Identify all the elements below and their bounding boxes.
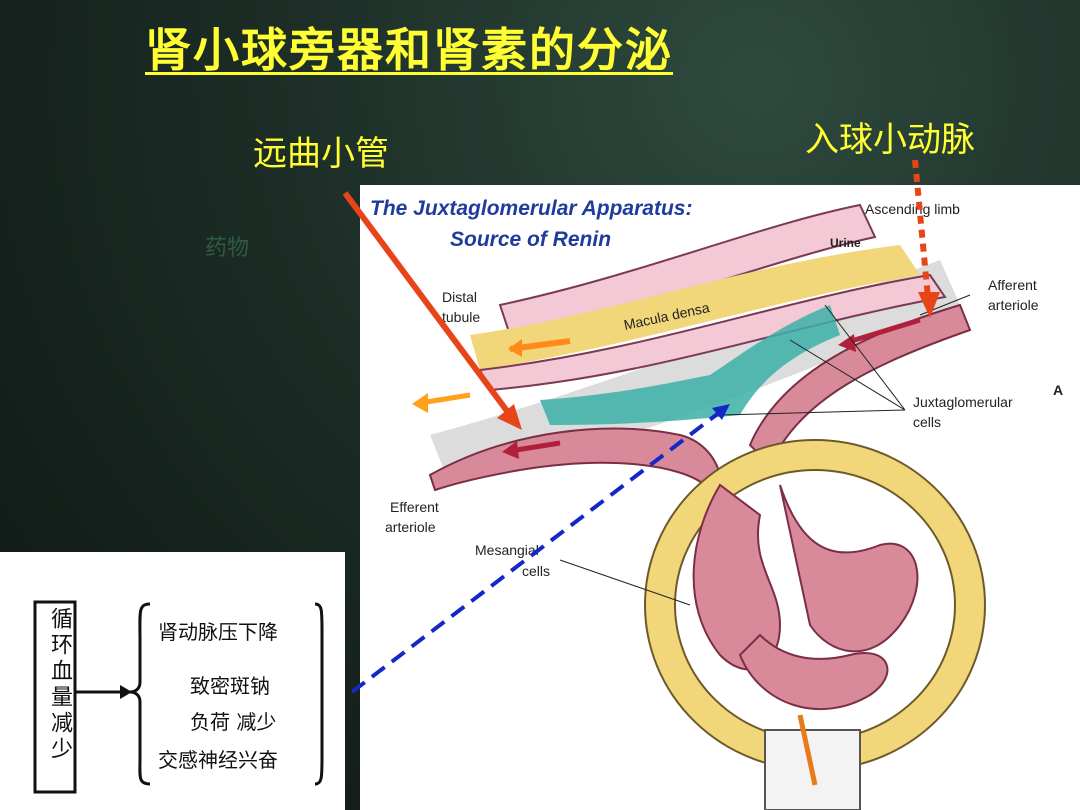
flowchart-left-box bbox=[33, 600, 77, 794]
efferent-arteriole-figure-label: arteriole bbox=[385, 519, 436, 535]
drug-label: 药物 bbox=[205, 236, 250, 261]
juxtaglomerular-figure: The Juxtaglomerular Apparatus: Source of… bbox=[360, 185, 1080, 810]
outflow-arrowhead bbox=[412, 393, 428, 413]
afferent-label: Afferent bbox=[988, 277, 1037, 293]
juxtaglomerular-cells-label: cells bbox=[913, 414, 941, 430]
filtrate-flow-arrow bbox=[797, 714, 818, 786]
afferent-flow-arrowhead bbox=[838, 334, 856, 352]
juxtaglomerular-cells-band bbox=[540, 305, 840, 425]
figure-title-line2: Source of Renin bbox=[450, 228, 611, 251]
distal-tubule-lumen bbox=[470, 245, 920, 370]
flowchart-panel: 循环血量减少 肾动脉压下降 致密斑钠 负荷 减少 交感神经兴奋 bbox=[0, 552, 345, 810]
efferent-label: Efferent bbox=[390, 499, 439, 515]
flowchart-item-3: 负荷 减少 bbox=[190, 710, 277, 734]
mesangial-label: Mesangial bbox=[475, 542, 539, 558]
ascending-limb-label: Ascending limb bbox=[865, 201, 960, 217]
flowchart-blood-volume-text: 循环血量减少 bbox=[47, 607, 72, 763]
urine-flow-arrowhead bbox=[508, 339, 522, 357]
afferent-arteriole-label: 入球小动脉 bbox=[805, 120, 975, 160]
macula-densa-band bbox=[478, 273, 947, 392]
slide-title: 肾小球旁器和肾素的分泌 bbox=[145, 23, 673, 77]
afferent-arteriole bbox=[748, 303, 972, 467]
urine-label: Urine bbox=[830, 236, 861, 250]
flowchart-left-brace bbox=[129, 602, 151, 786]
panel-letter: A bbox=[1053, 382, 1063, 398]
flowchart-connector-arrowhead bbox=[120, 685, 132, 699]
flowchart-item-1: 肾动脉压下降 bbox=[158, 620, 278, 644]
afferent-arteriole-figure-label: arteriole bbox=[988, 297, 1039, 313]
mesangial-cells-label: cells bbox=[522, 563, 550, 579]
flowchart-item-4: 交感神经兴奋 bbox=[158, 748, 278, 772]
distal-label: Distal bbox=[442, 289, 477, 305]
tubule-label: tubule bbox=[442, 309, 480, 325]
juxtaglomerular-label: Juxtaglomerular bbox=[913, 394, 1013, 410]
flowchart-right-bracket bbox=[314, 602, 324, 786]
figure-title-line1: The Juxtaglomerular Apparatus: bbox=[370, 197, 692, 220]
flowchart-item-2: 致密斑钠 bbox=[190, 674, 270, 698]
distal-tubule-label: 远曲小管 bbox=[253, 134, 389, 174]
juxtaglomerular-diagram: The Juxtaglomerular Apparatus: Source of… bbox=[370, 197, 1063, 810]
flowchart-brackets bbox=[33, 600, 324, 794]
afferent-flow-arrow bbox=[844, 317, 921, 346]
